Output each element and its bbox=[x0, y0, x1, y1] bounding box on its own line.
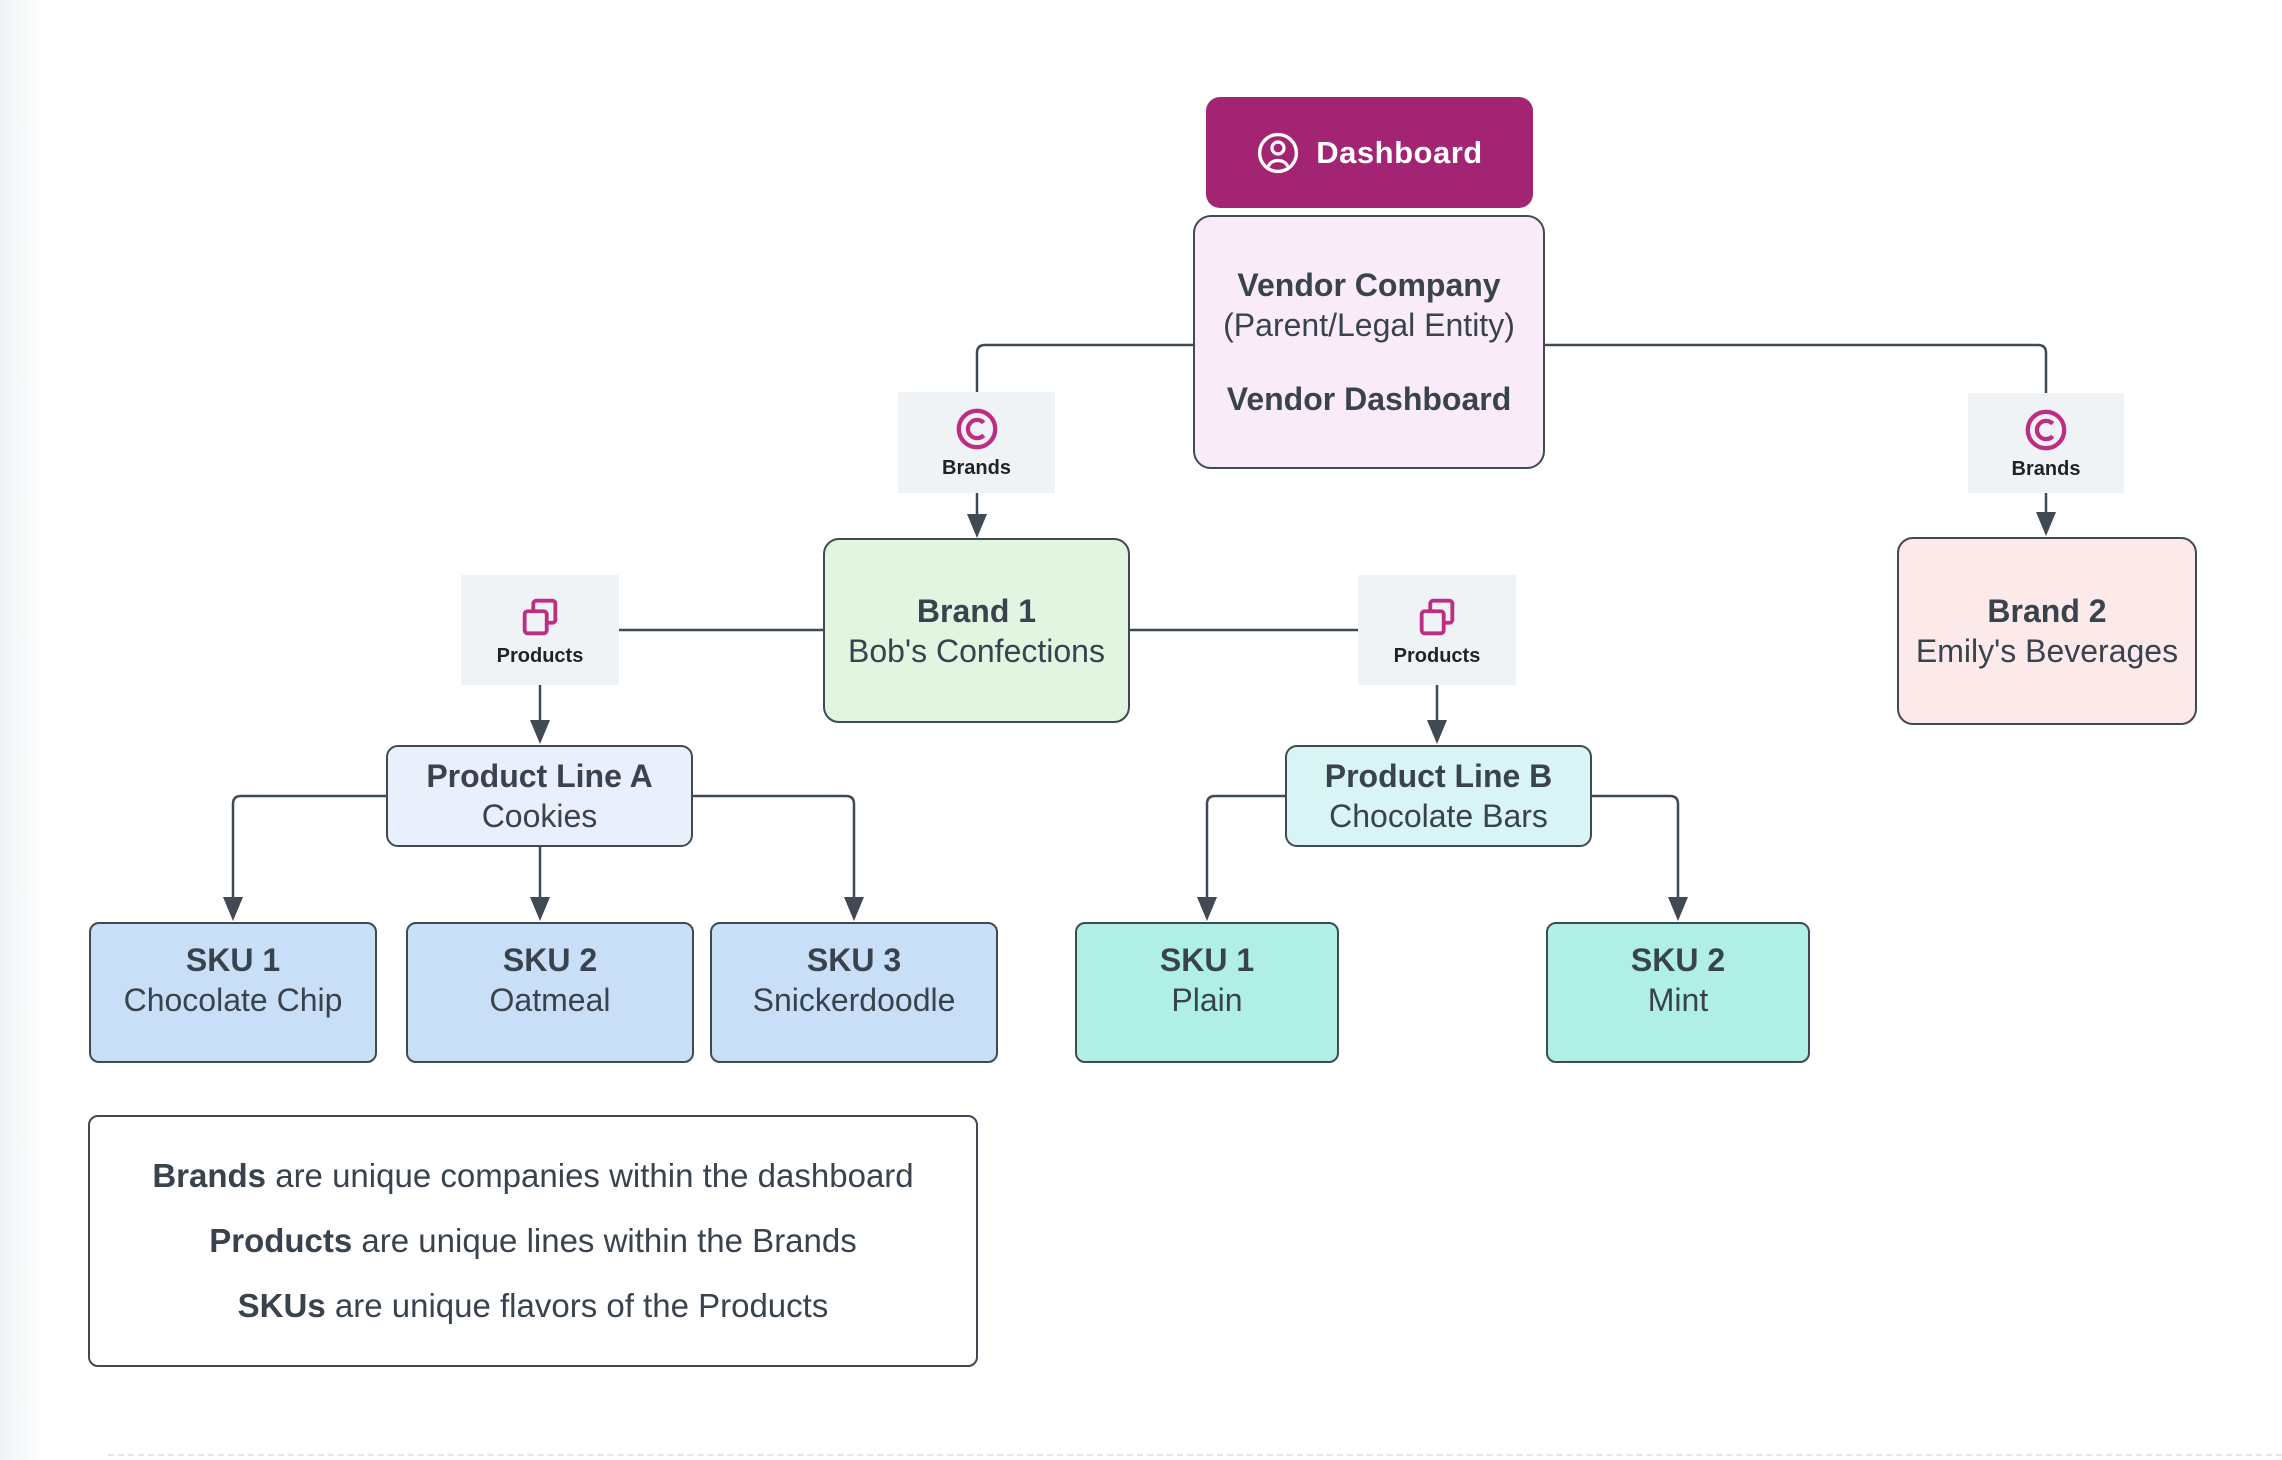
brands-badge-label: Brands bbox=[2011, 457, 2081, 480]
legend-line-skus: SKUs are unique flavors of the Products bbox=[100, 1286, 966, 1326]
sku-a2-subtitle: Oatmeal bbox=[489, 981, 611, 1018]
products-badge-label: Products bbox=[1393, 644, 1481, 667]
connector-pla-to-sku1 bbox=[231, 794, 386, 898]
brands-badge-label: Brands bbox=[942, 457, 1011, 479]
product-line-b-title: Product Line B bbox=[1324, 758, 1553, 794]
legend-products-term: Products bbox=[209, 1222, 353, 1259]
product-line-a-node[interactable]: Product Line A Cookies bbox=[386, 745, 693, 847]
products-badge-right[interactable]: Products bbox=[1358, 575, 1516, 685]
sku-a3-title: SKU 3 bbox=[806, 941, 902, 978]
arrowhead-sku-b1 bbox=[1197, 897, 1217, 921]
brand1-subtitle: Bob's Confections bbox=[848, 632, 1105, 669]
legend-skus-text: are unique flavors of the Products bbox=[325, 1287, 829, 1324]
connector-vendor-to-brands-left bbox=[975, 343, 1193, 392]
overlapping-squares-icon bbox=[522, 598, 558, 635]
brand2-node[interactable]: Brand 2 Emily's Beverages bbox=[1897, 537, 2197, 725]
connector-plb-to-sku2 bbox=[1592, 794, 1680, 898]
sku-a1-node[interactable]: SKU 1 Chocolate Chip bbox=[89, 922, 377, 1063]
sku-a2-title: SKU 2 bbox=[502, 941, 598, 978]
arrowhead-product-line-b bbox=[1427, 720, 1447, 744]
arrowhead-sku-a1 bbox=[223, 897, 243, 921]
brand2-subtitle: Emily's Beverages bbox=[1915, 633, 2179, 669]
arrowhead-brand2 bbox=[2036, 512, 2056, 536]
overlapping-squares-icon bbox=[1419, 598, 1455, 635]
copyright-icon bbox=[2025, 409, 2067, 450]
connector-pla-to-sku3 bbox=[693, 794, 856, 898]
sku-b2-node[interactable]: SKU 2 Mint bbox=[1546, 922, 1810, 1063]
product-line-a-subtitle: Cookies bbox=[481, 798, 598, 834]
user-circle-icon bbox=[1258, 132, 1299, 173]
sku-a3-subtitle: Snickerdoodle bbox=[752, 981, 956, 1018]
legend-skus-term: SKUs bbox=[237, 1287, 326, 1324]
brands-badge-right[interactable]: Brands bbox=[1968, 393, 2124, 493]
vendor-dashboard-label: Vendor Dashboard bbox=[1226, 381, 1512, 417]
brand1-title: Brand 1 bbox=[916, 592, 1037, 629]
page-boundary-dashed-line bbox=[108, 1454, 2282, 1456]
canvas-left-edge bbox=[0, 0, 52, 1460]
sku-b1-title: SKU 1 bbox=[1159, 941, 1255, 978]
legend-line-products: Products are unique lines within the Bra… bbox=[100, 1221, 966, 1261]
arrowhead-brand1 bbox=[967, 514, 987, 538]
sku-a1-subtitle: Chocolate Chip bbox=[123, 981, 343, 1018]
brand2-title: Brand 2 bbox=[1987, 593, 2107, 629]
products-badge-label: Products bbox=[496, 644, 584, 667]
legend-line-brands: Brands are unique companies within the d… bbox=[100, 1156, 966, 1196]
vendor-company-title: Vendor Company bbox=[1237, 267, 1501, 303]
sku-a1-title: SKU 1 bbox=[185, 941, 281, 978]
products-badge-left[interactable]: Products bbox=[461, 575, 619, 685]
vendor-company-node[interactable]: Vendor Company (Parent/Legal Entity) Ven… bbox=[1193, 215, 1545, 469]
sku-a2-node[interactable]: SKU 2 Oatmeal bbox=[406, 922, 694, 1063]
connector-plb-to-sku1 bbox=[1205, 794, 1285, 898]
copyright-icon bbox=[956, 408, 997, 450]
arrowhead-sku-a3 bbox=[844, 897, 864, 921]
legend-products-text: are unique lines within the Brands bbox=[352, 1222, 857, 1259]
legend-note-box[interactable]: Brands are unique companies within the d… bbox=[88, 1115, 978, 1367]
product-line-b-node[interactable]: Product Line B Chocolate Bars bbox=[1285, 745, 1592, 847]
arrowhead-sku-a2 bbox=[530, 897, 550, 921]
sku-a3-node[interactable]: SKU 3 Snickerdoodle bbox=[710, 922, 998, 1063]
product-line-a-title: Product Line A bbox=[426, 758, 653, 794]
sku-b2-title: SKU 2 bbox=[1630, 941, 1726, 978]
dashboard-button-label: Dashboard bbox=[1316, 134, 1483, 170]
arrowhead-product-line-a bbox=[530, 720, 550, 744]
legend-brands-text: are unique companies within the dashboar… bbox=[266, 1157, 914, 1194]
connector-vendor-to-brands-right bbox=[1545, 343, 2048, 393]
sku-b2-subtitle: Mint bbox=[1647, 981, 1709, 1018]
sku-b1-node[interactable]: SKU 1 Plain bbox=[1075, 922, 1339, 1063]
vendor-company-subtitle: (Parent/Legal Entity) bbox=[1223, 307, 1515, 343]
legend-brands-term: Brands bbox=[152, 1157, 267, 1194]
product-line-b-subtitle: Chocolate Bars bbox=[1329, 798, 1548, 834]
dashboard-button[interactable]: Dashboard bbox=[1206, 97, 1533, 208]
brand1-node[interactable]: Brand 1 Bob's Confections bbox=[823, 538, 1130, 723]
brands-badge-left[interactable]: Brands bbox=[898, 392, 1055, 493]
arrowhead-sku-b2 bbox=[1668, 897, 1688, 921]
sku-b1-subtitle: Plain bbox=[1171, 981, 1243, 1018]
